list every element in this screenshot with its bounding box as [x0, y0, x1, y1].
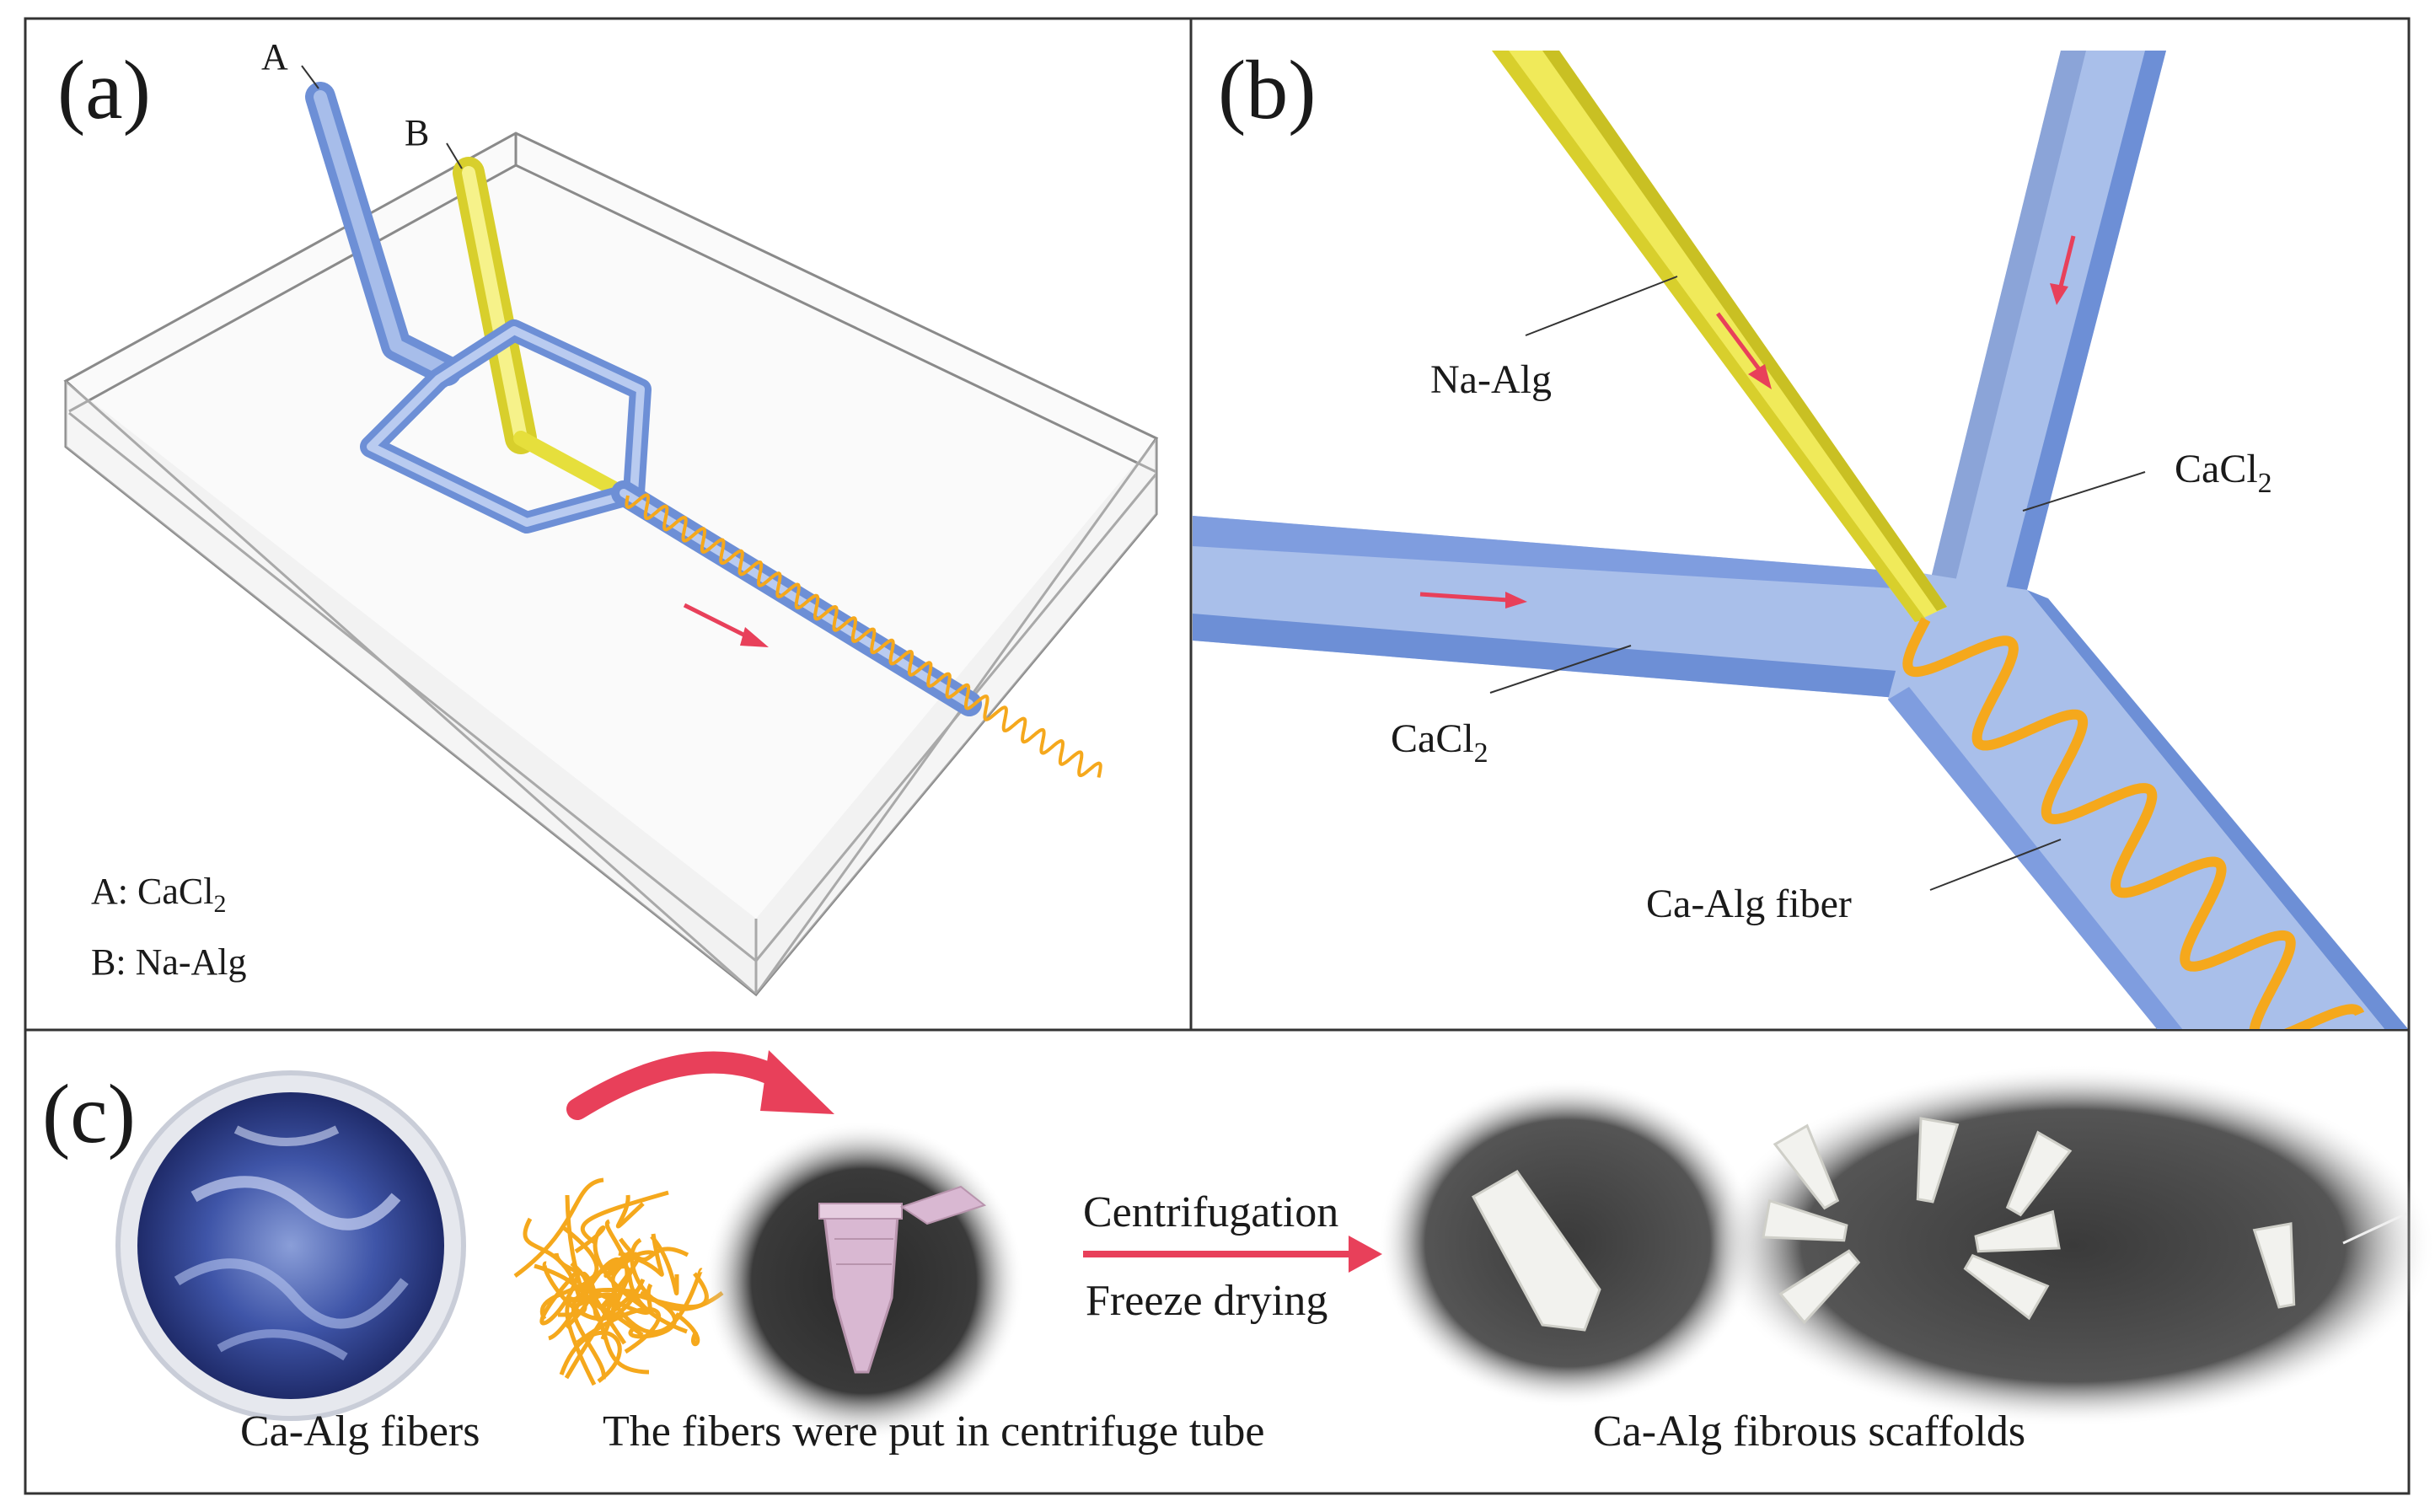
legend-b: B: Na-Alg	[91, 941, 247, 983]
fiber-strand	[618, 1233, 664, 1277]
legend-a: A: CaCl2	[91, 871, 226, 918]
fiber-strand	[574, 1225, 652, 1314]
tangled-fibers	[513, 1177, 724, 1386]
scaffold-cone	[1778, 1249, 1861, 1325]
step-centrifugation: Centrifugation	[1083, 1188, 1338, 1236]
inlet-b-label: B	[405, 112, 429, 153]
inlet-a-label: A	[261, 36, 288, 78]
fiber-strand	[615, 1194, 645, 1229]
scaffolds-group-photo	[1711, 1064, 2435, 1427]
caption-centrifuge-tube: The fibers were put in centrifuge tube	[603, 1407, 1264, 1456]
scaffold-cone	[1916, 1117, 1960, 1204]
caption-scaffolds: Ca-Alg fibrous scaffolds	[1593, 1407, 2025, 1456]
scaffold-cone	[2252, 1222, 2296, 1309]
centrifuge-tube-photo	[704, 1121, 1024, 1441]
scaffold-cone	[1773, 1123, 1840, 1210]
fiber-strand	[674, 1311, 700, 1347]
single-scaffold-photo	[1378, 1079, 1757, 1407]
leader-b	[446, 142, 463, 169]
fiber-strand	[557, 1194, 587, 1317]
fiber-strand	[580, 1190, 669, 1246]
cacl2-channel-right	[1930, 51, 2166, 590]
fiber-strand	[565, 1296, 644, 1386]
label-cacl2-left: CaCl2	[1391, 716, 1488, 769]
fiber-strand	[630, 1237, 724, 1311]
fiber-strand	[523, 1217, 583, 1306]
label-cacl2-right: CaCl2	[2175, 447, 2272, 499]
flow-arrow-yellow	[1715, 312, 1772, 389]
caption-ca-alg-fibers: Ca-Alg fibers	[240, 1407, 480, 1456]
flow-arrow-left	[1419, 592, 1527, 609]
scaffold-cone	[1974, 1209, 2061, 1253]
panel-c: (c) Centr	[42, 1050, 2435, 1456]
flow-arrow-a	[683, 603, 769, 647]
fiber-strand	[559, 1330, 622, 1383]
inlet-b-tube	[453, 157, 630, 501]
label-ca-alg-fiber: Ca-Alg fiber	[1646, 882, 1852, 926]
scaffold-cone	[1762, 1198, 1848, 1242]
leader-fiber	[1929, 839, 2062, 891]
fiber-strand	[513, 1177, 604, 1279]
scaffold-cone	[1963, 1253, 2050, 1321]
leader-a	[301, 65, 319, 89]
transfer-arrow	[566, 1050, 834, 1120]
panel-b-tag: (b)	[1218, 43, 1317, 137]
label-naalg: Na-Alg	[1430, 357, 1552, 402]
fiber-strand	[603, 1250, 657, 1279]
step-freeze-drying: Freeze drying	[1086, 1277, 1327, 1325]
panel-b: (b) Na-Alg CaCl2 CaCl2 Ca-Alg fiber	[1193, 43, 2407, 1029]
fiber-strand	[566, 1271, 627, 1345]
leader-naalg	[1525, 276, 1678, 336]
inlet-a-tube	[305, 82, 462, 386]
fiber-coil-b	[1902, 617, 2365, 1029]
fiber-strand	[571, 1288, 638, 1380]
flow-arrow-right	[2050, 235, 2076, 305]
fiber-coil-a	[625, 493, 1102, 778]
panel-a-tag: (a)	[57, 43, 151, 137]
cacl2-channel-left	[1193, 516, 1939, 701]
naalg-channel	[1492, 51, 1947, 622]
process-arrow	[1083, 1236, 1382, 1273]
panel-c-tag: (c)	[42, 1067, 136, 1161]
petri-dish-photo	[115, 1070, 466, 1421]
scaffold-cone	[2005, 1130, 2073, 1217]
fiber-strand	[534, 1263, 650, 1375]
panel-a: (a)	[57, 36, 1159, 997]
panel-frames	[24, 17, 2411, 1495]
fiber-strand	[650, 1235, 679, 1296]
leader-cacl2-left	[1489, 645, 1632, 694]
outlet-channel-b	[1888, 573, 2407, 1029]
fiber-strand	[609, 1268, 704, 1334]
leader-cacl2-right	[2022, 471, 2146, 512]
chip-box	[63, 131, 1159, 997]
